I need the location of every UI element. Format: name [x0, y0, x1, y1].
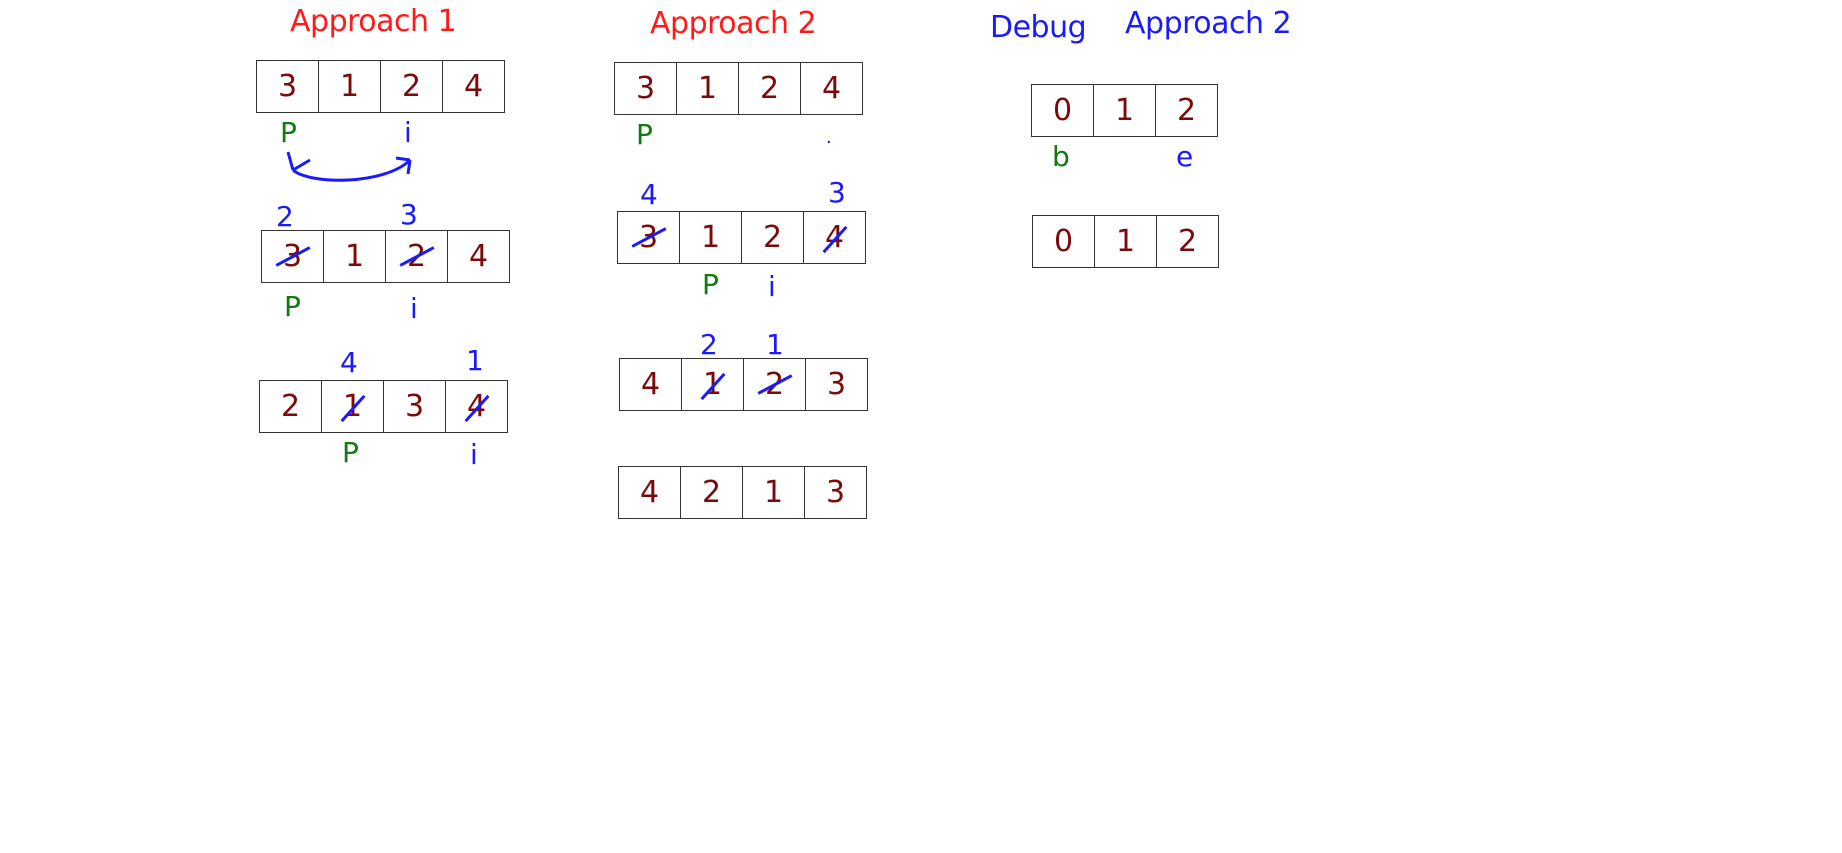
new-value-label: 2 [700, 328, 718, 361]
array-cell: 4 [619, 467, 681, 518]
approach-2-title: Approach 2 [650, 6, 817, 41]
array-cell: 0 [1032, 85, 1094, 136]
pointer-b-label: b [1052, 140, 1070, 173]
pointer-p-label: P [636, 118, 653, 151]
array-cell-struck: 3 [618, 212, 680, 263]
array-cell: 2 [1176, 93, 1197, 128]
pointer-e-label: e [1176, 140, 1194, 173]
array-cell: 4 [468, 239, 489, 274]
pointer-p-label: P [280, 116, 297, 149]
array-cell-struck: 1 [682, 359, 744, 410]
pointer-p-label: P [284, 290, 301, 323]
array-cell: 4 [821, 71, 842, 106]
array-cell-struck: 3 [262, 231, 324, 282]
new-value-label: 1 [766, 328, 784, 361]
new-value-label: 1 [466, 344, 484, 377]
array-cell: 4 [463, 69, 484, 104]
approach-1-title: Approach 1 [290, 4, 457, 39]
new-value-label: 3 [828, 176, 846, 209]
approach2-array-4: 4 2 1 3 [618, 466, 867, 519]
array-cell: 1 [319, 61, 381, 112]
approach1-array-1: 3 1 2 4 [256, 60, 505, 113]
array-cell: 2 [742, 212, 804, 263]
approach2-array-3: 4 1 2 3 [619, 358, 868, 411]
array-cell: 4 [620, 359, 682, 410]
array-cell: 2 [681, 467, 743, 518]
array-cell: 2 [739, 63, 801, 114]
array-cell-struck: 2 [744, 359, 806, 410]
new-value-label: 2 [276, 200, 294, 233]
array-cell: 1 [680, 212, 742, 263]
array-cell-struck: 2 [386, 231, 448, 282]
array-cell: 3 [825, 475, 846, 510]
approach2-array-1: 3 1 2 4 [614, 62, 863, 115]
pointer-i-label: i [768, 270, 776, 303]
array-cell: 3 [257, 61, 319, 112]
debug-approach-title: Approach 2 [1125, 6, 1292, 41]
pointer-i-label: i [470, 438, 478, 471]
pointer-i-label: i [404, 116, 412, 149]
array-cell: 1 [677, 63, 739, 114]
array-cell: 0 [1033, 216, 1095, 267]
array-cell: 2 [260, 381, 322, 432]
array-cell: 3 [826, 367, 847, 402]
array-cell: 2 [1177, 224, 1198, 259]
pointer-p-label: P [702, 268, 719, 301]
array-cell: 3 [384, 381, 446, 432]
array-cell-struck: 4 [446, 381, 507, 432]
debug-array-2: 0 1 2 [1032, 215, 1219, 268]
debug-array-1: 0 1 2 [1031, 84, 1218, 137]
array-cell: 1 [1095, 216, 1157, 267]
array-cell-struck: 1 [322, 381, 384, 432]
array-cell: 3 [615, 63, 677, 114]
approach1-array-2: 3 1 2 4 [261, 230, 510, 283]
approach1-array-3: 2 1 3 4 [259, 380, 508, 433]
ink-dot: · [826, 132, 832, 153]
new-value-label: 4 [640, 178, 658, 211]
debug-title: Debug [990, 10, 1087, 45]
approach2-array-2: 3 1 2 4 [617, 211, 866, 264]
array-cell: 1 [1094, 85, 1156, 136]
new-value-label: 3 [400, 198, 418, 231]
new-value-label: 4 [340, 346, 358, 379]
array-cell: 1 [743, 467, 805, 518]
array-cell-struck: 4 [804, 212, 865, 263]
array-cell: 1 [324, 231, 386, 282]
pointer-p-label: P [342, 436, 359, 469]
pointer-i-label: i [410, 292, 418, 325]
array-cell: 2 [381, 61, 443, 112]
